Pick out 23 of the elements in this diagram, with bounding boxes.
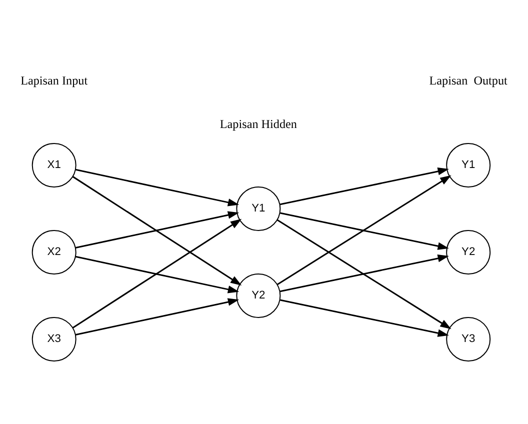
node-circle: Y2 [236, 273, 281, 318]
node-circle: X3 [32, 316, 76, 362]
arrow [276, 219, 452, 330]
node-circle: Y1 [236, 186, 281, 231]
arrow [72, 218, 242, 328]
node-circle: X2 [32, 230, 76, 274]
arrow [280, 254, 449, 292]
arrow [75, 298, 240, 336]
arrow [280, 168, 449, 206]
arrow [75, 256, 240, 294]
arrow [75, 211, 240, 249]
node-circle: Y1 [446, 142, 491, 188]
label: Lapisan Input [20, 73, 88, 88]
arrow [280, 299, 449, 337]
arrow [276, 175, 452, 286]
label: Lapisan Hidden [220, 116, 297, 131]
label: Lapisan Output [429, 73, 508, 88]
arrow [72, 176, 242, 286]
node-circle: Y2 [446, 230, 491, 274]
node-circle: X1 [32, 142, 76, 188]
node-circle: Y3 [446, 316, 491, 362]
arrow [75, 168, 240, 206]
arrow [280, 212, 449, 250]
